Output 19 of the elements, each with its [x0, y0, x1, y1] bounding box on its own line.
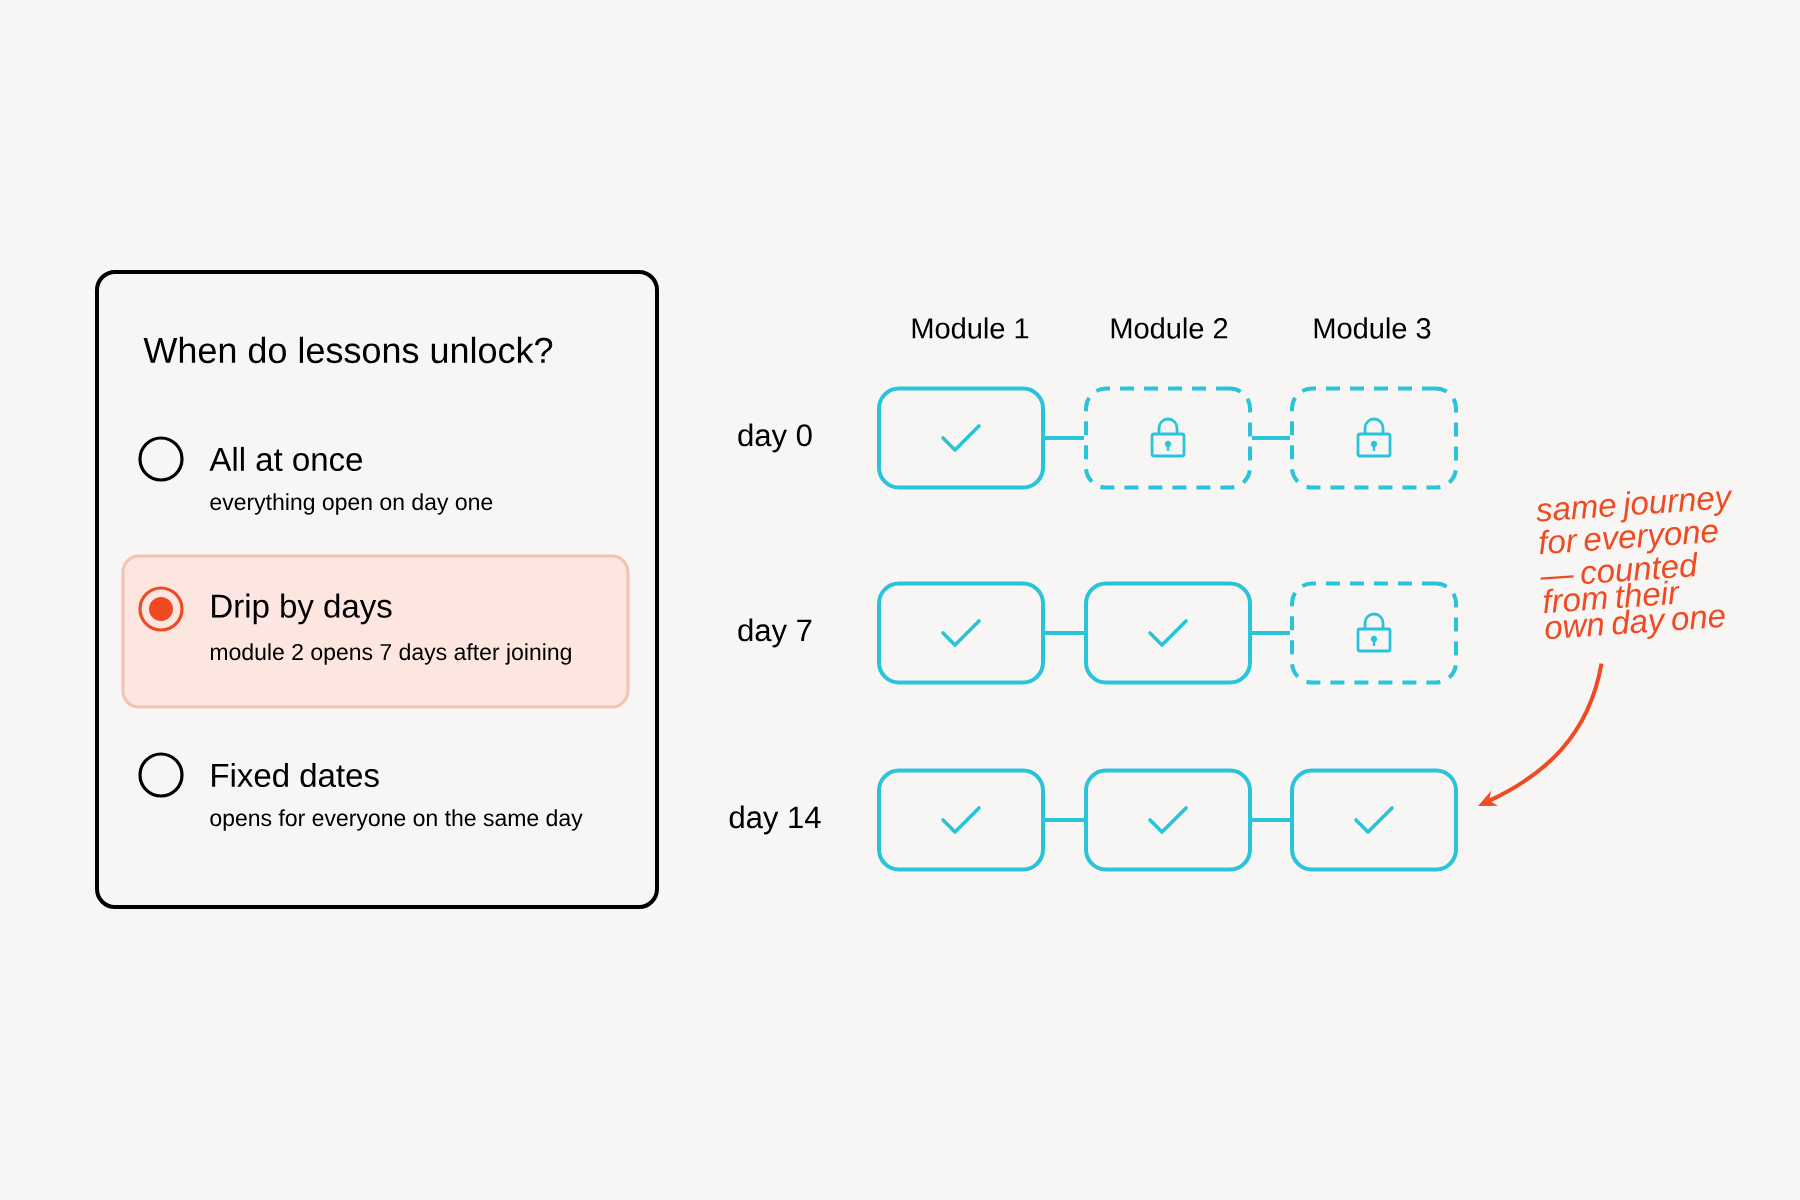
column-header: Module 1 — [912, 317, 1029, 339]
option-description: everything open on day one — [210, 493, 493, 515]
connector-line — [1045, 631, 1084, 635]
option-title: All at once — [209, 446, 362, 472]
connector-line — [1252, 818, 1290, 822]
option-title: Fixed dates — [212, 762, 379, 788]
row-label: day 7 — [738, 618, 812, 648]
row-label: day 0 — [738, 423, 812, 453]
handwritten-note: same journey for everyone — counted from their own day one — [1536, 490, 1733, 640]
row-label: day 14 — [729, 805, 821, 835]
option-band: Drip by days module 2 opens 7 days after joining — [121, 554, 630, 709]
connector-line — [1045, 436, 1084, 440]
column-header: Module 2 — [1111, 317, 1228, 339]
connector-line — [1045, 818, 1084, 822]
connector-line — [1252, 436, 1290, 440]
card-title: When do lessons unlock? — [143, 336, 553, 364]
column-header: Module 3 — [1314, 317, 1431, 339]
option-description: opens for everyone on the same day — [210, 809, 583, 831]
connector-line — [1252, 631, 1290, 635]
